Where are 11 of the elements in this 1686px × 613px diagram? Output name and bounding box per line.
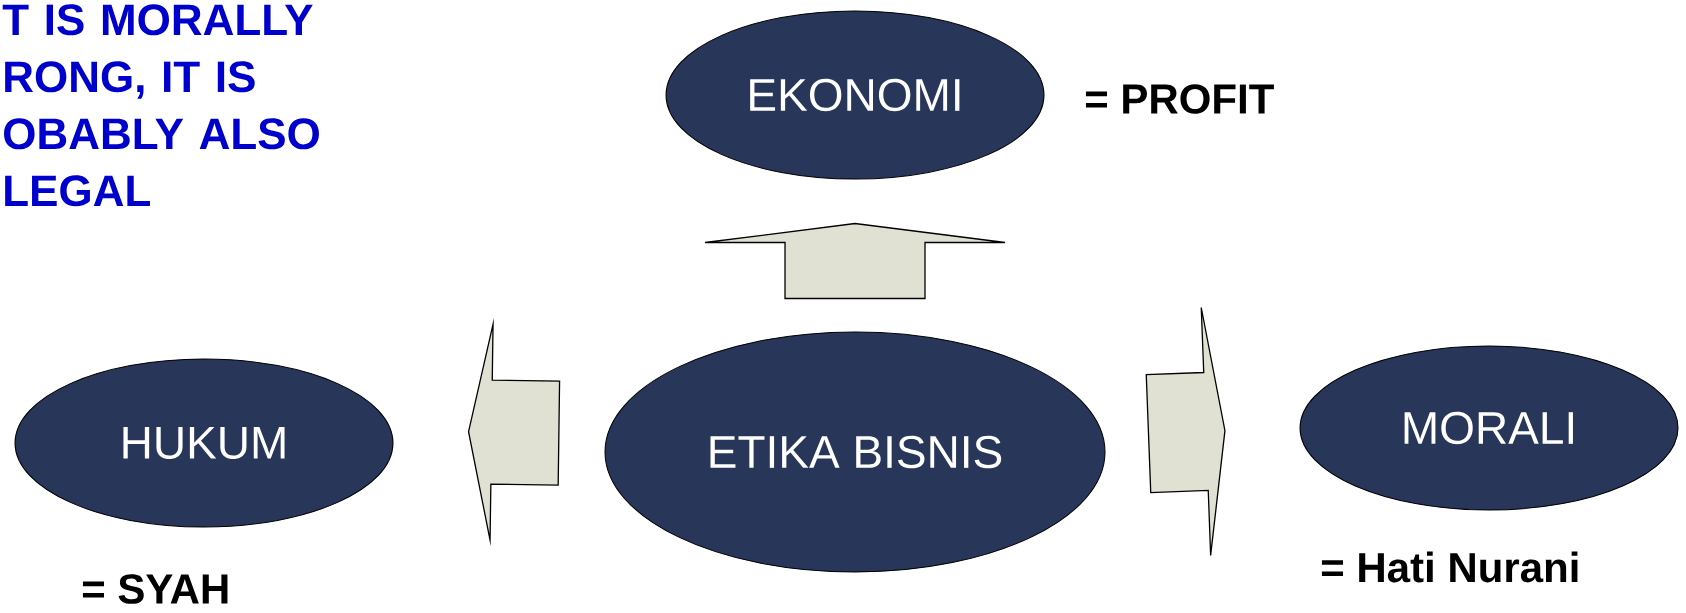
side-label: = PROFIT [1085, 84, 1274, 114]
block-arrow [704, 222, 1006, 300]
block-arrow [467, 317, 561, 547]
ellipse-node: HUKUM [14, 358, 394, 528]
ellipse-node: MORALI [1299, 345, 1679, 511]
ellipse-node: ETIKA BISNIS [604, 331, 1106, 573]
note-text: T IS MORALLY RONG, IT IS OBABLY ALSO LEGAL [2, 4, 319, 207]
block-arrow [1145, 306, 1226, 557]
side-label: = Hati Nurani [1321, 551, 1578, 583]
ellipse-node: EKONOMI [665, 10, 1045, 180]
side-label: = SYAH [82, 574, 228, 604]
